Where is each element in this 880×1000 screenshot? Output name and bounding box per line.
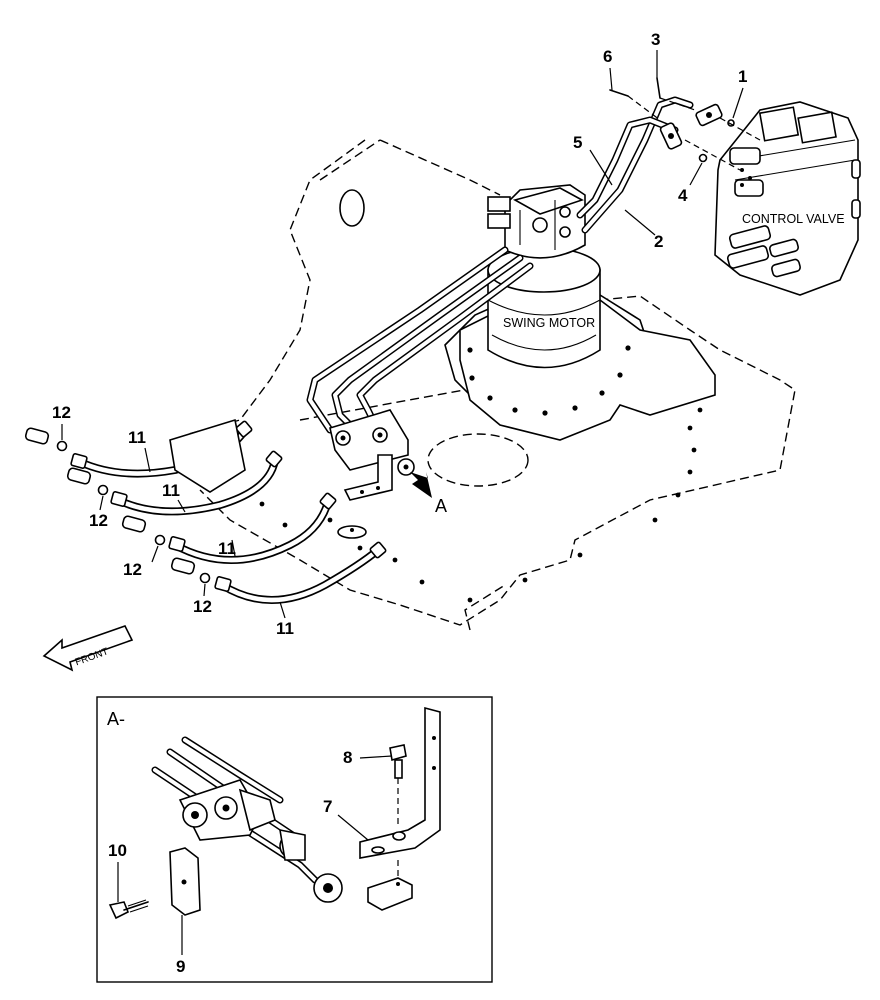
swing-motor-label: SWING MOTOR	[503, 316, 595, 330]
swing-motor: SWING MOTOR	[444, 184, 716, 441]
plate-holes	[259, 407, 703, 603]
callout-12-c: 12	[123, 560, 142, 579]
callout-12-d: 12	[193, 597, 212, 616]
detail-title: A-	[107, 709, 125, 729]
callout-9: 9	[176, 957, 185, 976]
long-pipes: A	[306, 246, 534, 516]
detail-a-box: A-	[96, 696, 493, 983]
front-arrow: FRONT	[42, 625, 134, 672]
callout-11-d: 11	[276, 619, 294, 638]
pipe-assembly	[576, 77, 761, 234]
hoses	[24, 418, 387, 604]
callout-12-a: 12	[52, 403, 71, 422]
callouts-main: 3 6 1 5 4 2 12 11 11 12 11 12 12 11	[52, 30, 747, 638]
callout-7: 7	[323, 797, 332, 816]
callout-3: 3	[651, 30, 660, 49]
view-arrow-label: A	[435, 496, 447, 516]
callout-1: 1	[738, 67, 747, 86]
callout-5: 5	[573, 133, 582, 152]
callout-11-c: 11	[218, 539, 236, 558]
callout-2: 2	[654, 232, 663, 251]
frame-plate	[184, 139, 796, 631]
callout-6: 6	[603, 47, 612, 66]
control-valve: CONTROL VALVE	[714, 101, 861, 296]
callout-8: 8	[343, 748, 352, 767]
callout-12-b: 12	[89, 511, 108, 530]
callout-10: 10	[108, 841, 127, 860]
control-valve-label: CONTROL VALVE	[742, 212, 845, 226]
callout-11-a: 11	[128, 428, 146, 447]
callout-4: 4	[678, 186, 688, 205]
callout-11-b: 11	[162, 481, 180, 500]
